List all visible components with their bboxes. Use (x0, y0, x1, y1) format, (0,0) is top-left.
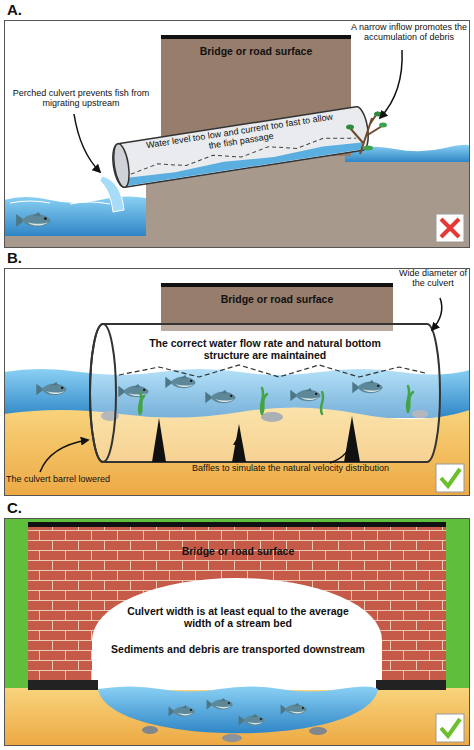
panel-letter: B. (7, 249, 67, 266)
panel-letter: C. (7, 499, 67, 516)
baffle (344, 416, 360, 462)
leader-arrow (74, 114, 100, 172)
debris-leaf (346, 125, 354, 130)
debris-branch (350, 112, 382, 154)
callout-note: Wide diameter of the culvert (396, 268, 470, 289)
stream-water (4, 196, 146, 236)
panel-frame: A.Bridge or road surfaceWater level too … (4, 20, 470, 248)
baffle (152, 416, 360, 462)
stream-water (98, 687, 378, 743)
fish (16, 212, 50, 227)
culvert-pipe: The correct water flow rate and natural … (89, 323, 441, 463)
fish (239, 714, 265, 726)
bank-slab (376, 680, 446, 690)
grass-background (5, 519, 469, 745)
pipe-note: The correct water flow rate and natural … (125, 337, 405, 361)
fish (352, 380, 382, 393)
panel-frame: B.Bridge or road surfaceThe correct wate… (4, 268, 470, 496)
leader-arrow (236, 438, 238, 463)
leader-arrow (432, 298, 442, 330)
baffle (232, 424, 246, 462)
panel-letter: A. (7, 1, 67, 18)
check-mark (441, 469, 460, 486)
fish (281, 703, 307, 715)
arch-note: Sediments and debris are transported dow… (103, 643, 373, 655)
debris-leaf (379, 123, 387, 128)
baffle (152, 418, 166, 462)
callout-note: A narrow inflow promotes the accumulatio… (348, 22, 470, 43)
water-level-line (119, 365, 425, 377)
debris (346, 112, 387, 155)
road-label: Bridge or road surface (29, 545, 447, 557)
cross-mark (441, 219, 459, 237)
grass-background (5, 519, 469, 745)
road-label: Bridge or road surface (161, 45, 351, 57)
water-plant (407, 386, 413, 412)
culvert-pipe (90, 324, 440, 462)
water-plant (139, 386, 413, 414)
check-mark-box (436, 714, 464, 742)
road-label: Bridge or road surface (161, 293, 393, 305)
pipe-inlet (90, 324, 116, 462)
leader-arrow (40, 440, 88, 472)
fish (290, 388, 320, 401)
rock (142, 726, 158, 734)
culvert-pipe (110, 105, 371, 188)
fish (118, 384, 148, 397)
check-mark-box (436, 464, 464, 492)
arch-note: Culvert width is at least equal to the a… (123, 605, 353, 629)
panel-frame: C.Bridge or road surfaceCulvert width is… (4, 518, 470, 746)
culvert-arch: Culvert width is at least equal to the a… (93, 581, 383, 691)
status-mark (436, 214, 464, 742)
leader-arrow (330, 438, 352, 463)
debris-leaf (374, 112, 382, 117)
water-wave (10, 201, 110, 204)
fish (165, 375, 195, 388)
fish (16, 212, 382, 726)
fish (169, 705, 195, 717)
debris-leaf (363, 146, 373, 151)
pipe-outlet (111, 142, 132, 188)
cross-mark-box (436, 214, 464, 242)
check-mark (441, 719, 460, 736)
brick-wall (28, 522, 446, 690)
callout-note: The culvert barrel lowered (6, 474, 156, 484)
fish (205, 390, 235, 403)
bank-slab (28, 680, 98, 690)
water-plant (321, 392, 323, 414)
rock (309, 727, 327, 735)
road-surface-line (28, 522, 446, 527)
callout-note: Baffles to simulate the natural velocity… (188, 463, 393, 473)
water-plant (139, 392, 144, 414)
brick-wall: Bridge or road surfaceCulvert width is a… (29, 525, 447, 691)
callout-note: Perched culvert prevents fish from migra… (6, 88, 156, 109)
leader-arrow (40, 50, 442, 472)
leader-arrow (380, 50, 402, 118)
culvert-arch (92, 578, 382, 690)
rock (222, 734, 242, 742)
fish (207, 698, 233, 710)
fish (36, 382, 66, 395)
water-plant (261, 388, 267, 414)
stream-water (98, 687, 378, 734)
